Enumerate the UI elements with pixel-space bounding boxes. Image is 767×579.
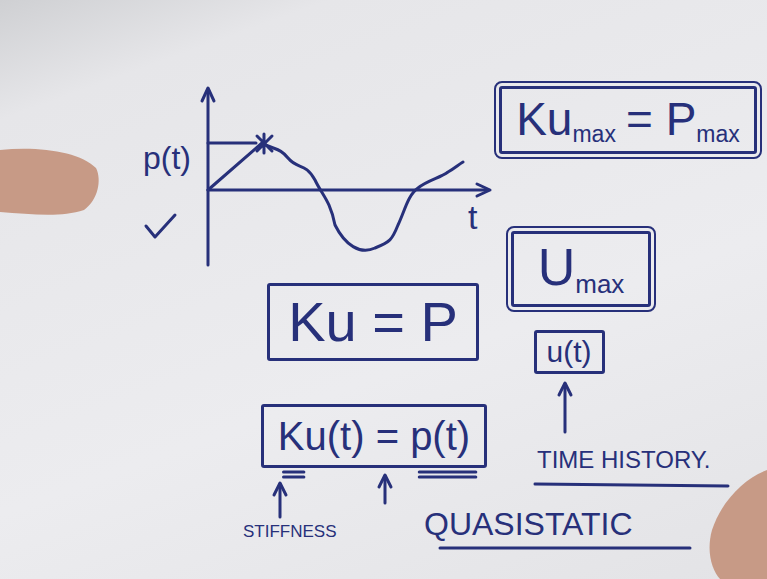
double-underline: [283, 476, 303, 479]
arrowhead: [559, 383, 571, 395]
formula-text: u(t): [547, 335, 592, 368]
arrowhead: [379, 475, 391, 487]
formula-text: Ku = P: [288, 290, 458, 353]
finger: [0, 149, 99, 215]
t-axis: [208, 189, 488, 192]
subscript-text: max: [696, 121, 739, 147]
subscript-text: max: [572, 121, 615, 147]
y-axis: [207, 90, 210, 265]
subscript-text: max: [575, 269, 624, 299]
formula-text: U: [538, 238, 576, 296]
formula-text: = P: [626, 93, 696, 145]
peak-line: [208, 142, 256, 145]
formula-box: Umax: [511, 231, 652, 307]
note-text: STIFFNESS: [243, 522, 337, 542]
double-underline: [419, 471, 476, 474]
formula-box: u(t): [534, 330, 605, 375]
double-underline: [419, 476, 476, 479]
load-curve: [208, 143, 463, 250]
formula-box: Ku(t) = p(t): [261, 404, 487, 468]
note-text: QUASISTATIC: [424, 506, 633, 543]
peak-star: [257, 134, 272, 153]
axis-label: p(t): [143, 140, 191, 177]
axis-arrowhead: [202, 88, 214, 101]
double-underline: [283, 471, 303, 474]
axis-arrowhead: [477, 184, 490, 196]
axis-label: t: [468, 198, 477, 237]
leader-arrow: [564, 384, 567, 432]
underline: [440, 547, 690, 550]
leader-arrow: [279, 484, 282, 517]
check-mark: [146, 215, 175, 237]
note-text: TIME HISTORY.: [537, 446, 710, 474]
formula-text: Ku(t) = p(t): [278, 414, 470, 458]
formula-box: Kumax= Pmax: [499, 86, 757, 154]
underline: [535, 484, 728, 486]
formula-text: Ku: [516, 93, 572, 145]
formula-box: Ku = P: [267, 283, 479, 361]
arrowhead: [274, 483, 286, 495]
